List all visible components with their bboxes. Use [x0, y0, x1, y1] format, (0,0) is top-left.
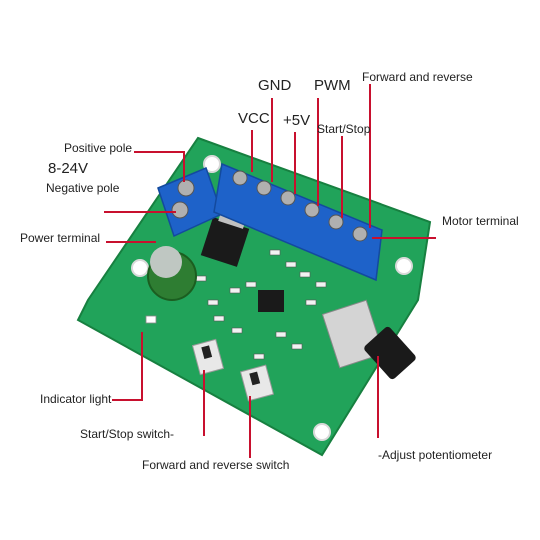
label-indicator-light: Indicator light: [40, 392, 112, 406]
label-start-stop: Start/Stop: [317, 122, 371, 136]
start-stop-switch-knob: [201, 345, 213, 360]
indicator-led: [145, 315, 157, 324]
label-adjust-potentiometer: -Adjust potentiometer: [378, 448, 493, 462]
smd-components: [195, 249, 327, 360]
fwd-rev-switch-knob: [249, 371, 261, 386]
label-pwm: PWM: [314, 77, 351, 94]
mounting-holes: [131, 155, 413, 441]
capacitor-top: [150, 246, 182, 278]
label-voltage-range: 8-24V: [48, 160, 89, 177]
power-terminal-block: [157, 167, 223, 238]
label-motor-terminal: Motor terminal: [442, 214, 519, 228]
label-vcc: VCC: [238, 110, 270, 127]
ic-chip: [258, 290, 284, 312]
mosfet: [200, 217, 250, 267]
label-power-terminal: Power terminal: [20, 231, 101, 245]
label-forward-reverse: Forward and reverse: [362, 70, 473, 84]
potentiometer-shaft: [364, 326, 416, 380]
motor-terminal-block: [213, 162, 383, 282]
label-positive-pole: Positive pole: [64, 141, 133, 155]
label-plus5v: +5V: [283, 112, 311, 129]
label-negative-pole: Negative pole: [46, 181, 120, 195]
label-gnd: GND: [258, 77, 292, 94]
leader-indicator-light: [112, 332, 143, 401]
leader-lines: [104, 84, 436, 458]
leader-positive-pole: [134, 151, 185, 182]
label-forward-reverse-switch: Forward and reverse switch: [142, 458, 290, 472]
label-start-stop-switch: Start/Stop switch-: [80, 427, 175, 441]
